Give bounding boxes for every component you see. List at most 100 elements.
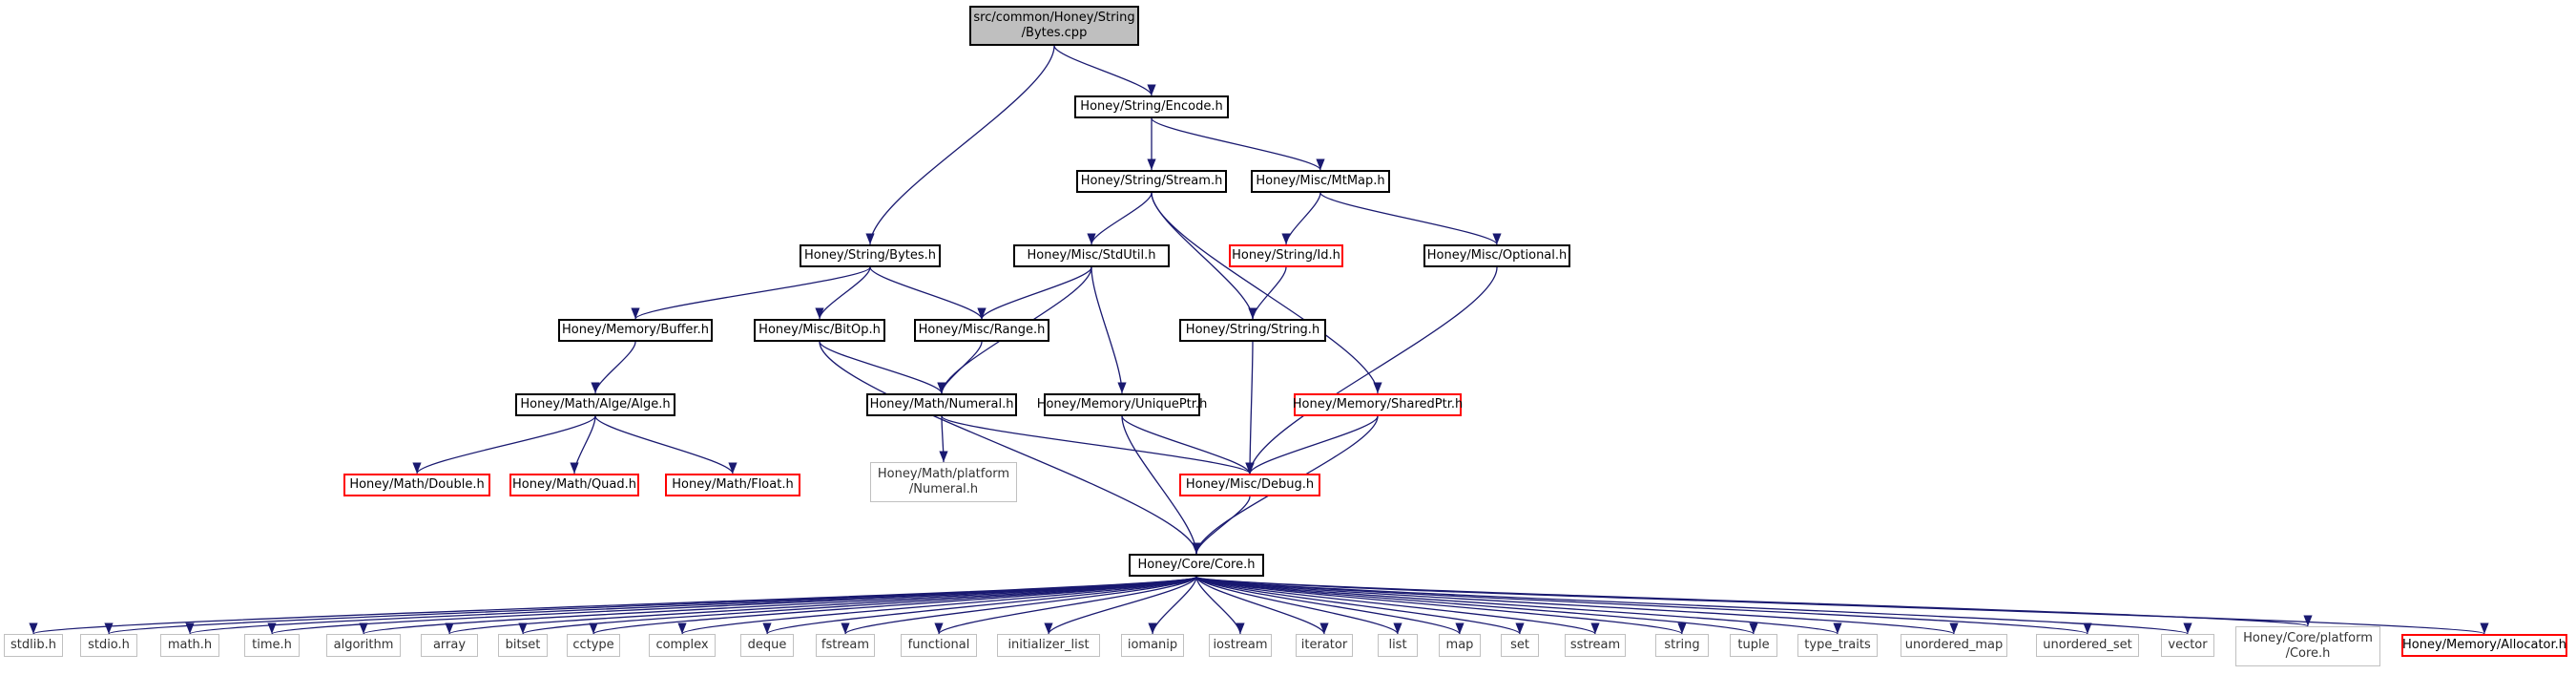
node-stream[interactable]: Honey/String/Stream.h: [1076, 170, 1227, 193]
edge-bitop-to-core: [819, 341, 1201, 555]
node-iostream: iostream: [1209, 634, 1272, 657]
edge-core-to-iterator: [1195, 576, 1329, 635]
node-label: Honey/String/Encode.h: [1080, 99, 1223, 114]
node-label: math.h: [167, 638, 213, 652]
node-iterator: iterator: [1296, 634, 1353, 657]
node-mtmap[interactable]: Honey/Misc/MtMap.h: [1251, 170, 1390, 193]
node-label: Honey/Math/Double.h: [349, 477, 485, 492]
node-label: Honey/Memory/Allocator.h: [2401, 638, 2567, 652]
node-sstream: sstream: [1565, 634, 1626, 657]
node-string[interactable]: Honey/String/String.h: [1179, 319, 1326, 342]
edge-id-to-string: [1248, 266, 1287, 320]
node-stdutil[interactable]: Honey/Misc/StdUtil.h: [1013, 244, 1170, 267]
node-uset: unordered_set: [2036, 634, 2139, 657]
edge-core-to-initlist: [1044, 576, 1197, 635]
node-double[interactable]: Honey/Math/Double.h: [343, 474, 490, 496]
edge-encode-to-mtmap: [1151, 117, 1325, 171]
node-array: array: [421, 634, 478, 657]
node-label: initializer_list: [1008, 638, 1090, 652]
node-initlist: initializer_list: [997, 634, 1100, 657]
node-buffer[interactable]: Honey/Memory/Buffer.h: [558, 319, 713, 342]
node-label: Honey/String/Stream.h: [1080, 174, 1223, 188]
node-label: Honey/Misc/Range.h: [918, 323, 1046, 337]
edge-stream-to-stdutil: [1087, 192, 1153, 245]
node-label: Honey/Math/Numeral.h: [869, 397, 1014, 411]
node-debug[interactable]: Honey/Misc/Debug.h: [1179, 474, 1320, 496]
node-vector: vector: [2161, 634, 2214, 657]
edge-core-to-algorithm: [360, 576, 1197, 635]
edge-core-to-array: [445, 576, 1197, 635]
node-label: Honey/Math/platform /Numeral.h: [877, 467, 1010, 496]
edge-core-to-fstream: [841, 576, 1197, 635]
edge-mtmap-to-id: [1281, 192, 1321, 245]
edge-core-to-set: [1195, 576, 1525, 635]
edge-debug-to-core: [1192, 496, 1251, 555]
edge-core-to-sstream: [1195, 576, 1600, 635]
node-label: time.h: [252, 638, 292, 652]
edge-core-to-map: [1195, 576, 1465, 635]
edge-sharedptr-to-debug: [1245, 415, 1379, 475]
node-label: type_traits: [1804, 638, 1871, 652]
node-bytes[interactable]: Honey/String/Bytes.h: [800, 244, 941, 267]
node-encode[interactable]: Honey/String/Encode.h: [1074, 95, 1229, 118]
edge-core-to-time: [268, 576, 1197, 635]
edge-mtmap-to-optional: [1319, 192, 1502, 245]
node-label: Honey/Misc/BitOp.h: [758, 323, 881, 337]
node-id[interactable]: Honey/String/Id.h: [1229, 244, 1343, 267]
edge-core-to-cctype: [589, 576, 1197, 635]
edge-uniqueptr-to-core: [1121, 415, 1201, 555]
node-math: math.h: [160, 634, 219, 657]
edge-stdutil-to-uniqueptr: [1091, 266, 1127, 394]
node-numeral[interactable]: Honey/Math/Numeral.h: [866, 393, 1017, 416]
node-root[interactable]: src/common/Honey/String /Bytes.cpp: [969, 6, 1139, 46]
node-float[interactable]: Honey/Math/Float.h: [665, 474, 800, 496]
node-label: Honey/String/Id.h: [1232, 248, 1340, 263]
edge-core-to-functional: [934, 576, 1197, 635]
edge-bytes-to-buffer: [631, 266, 871, 320]
edge-core-to-umap: [1195, 576, 1959, 635]
node-quad[interactable]: Honey/Math/Quad.h: [509, 474, 639, 496]
node-label: algorithm: [333, 638, 394, 652]
node-label: iostream: [1213, 638, 1268, 652]
node-optional[interactable]: Honey/Misc/Optional.h: [1423, 244, 1570, 267]
node-bitop[interactable]: Honey/Misc/BitOp.h: [754, 319, 885, 342]
node-core[interactable]: Honey/Core/Core.h: [1129, 554, 1264, 577]
node-allocator[interactable]: Honey/Memory/Allocator.h: [2401, 634, 2567, 657]
edge-root-to-encode: [1053, 45, 1156, 96]
node-typetraits: type_traits: [1797, 634, 1878, 657]
node-label: Honey/Core/Core.h: [1137, 558, 1256, 572]
node-algorithm: algorithm: [326, 634, 401, 657]
node-label: Honey/Misc/Debug.h: [1185, 477, 1315, 492]
node-label: iterator: [1300, 638, 1348, 652]
node-label: tuple: [1737, 638, 1770, 652]
edge-core-to-typetraits: [1195, 576, 1842, 635]
node-label: vector: [2168, 638, 2208, 652]
edge-uniqueptr-to-debug: [1121, 415, 1255, 475]
node-label: deque: [747, 638, 787, 652]
node-umap: unordered_map: [1901, 634, 2007, 657]
node-alge[interactable]: Honey/Math/Alge/Alge.h: [515, 393, 675, 416]
edge-alge-to-quad: [570, 415, 596, 475]
edge-numeral-to-debug: [941, 415, 1255, 475]
node-label: list: [1388, 638, 1407, 652]
node-label: stdlib.h: [10, 638, 56, 652]
node-label: unordered_set: [2043, 638, 2132, 652]
node-label: Honey/String/Bytes.h: [803, 248, 937, 263]
edge-core-to-complex: [677, 576, 1197, 635]
node-label: Honey/Memory/UniquePtr.h: [1036, 397, 1208, 411]
node-list: list: [1378, 634, 1418, 657]
node-label: Honey/Memory/Buffer.h: [562, 323, 709, 337]
node-range[interactable]: Honey/Misc/Range.h: [914, 319, 1049, 342]
node-label: cctype: [572, 638, 614, 652]
edge-bitop-to-numeral: [819, 341, 946, 394]
edge-buffer-to-alge: [591, 341, 636, 394]
node-stringh: string: [1655, 634, 1709, 657]
node-label: bitset: [505, 638, 541, 652]
node-sharedptr[interactable]: Honey/Memory/SharedPtr.h: [1293, 393, 1463, 416]
node-label: array: [432, 638, 467, 652]
edge-bytes-to-range: [869, 266, 987, 320]
node-uniqueptr[interactable]: Honey/Memory/UniquePtr.h: [1037, 393, 1207, 416]
node-label: functional: [907, 638, 970, 652]
node-label: Honey/Math/Alge/Alge.h: [520, 397, 671, 411]
